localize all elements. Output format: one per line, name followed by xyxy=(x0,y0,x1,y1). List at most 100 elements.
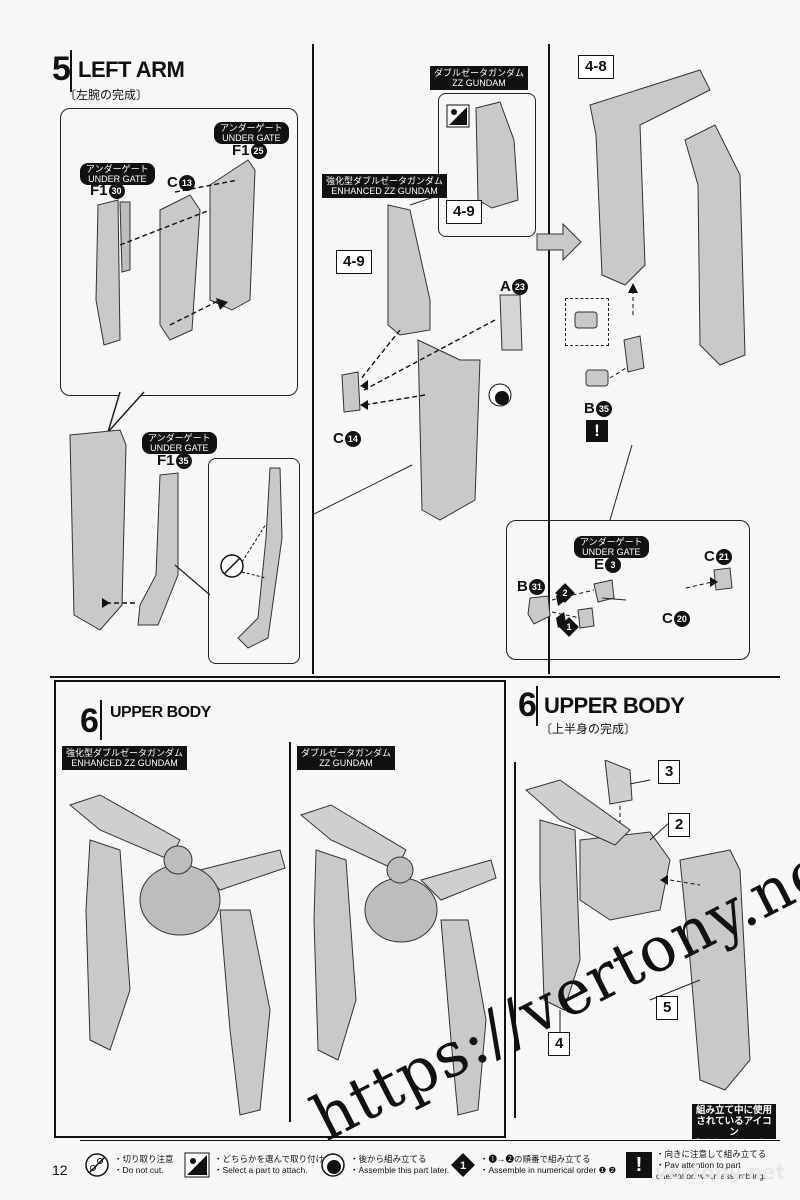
step-5-subtitle: 〔左腕の完成〕 xyxy=(64,88,149,102)
page-number: 12 xyxy=(52,1162,68,1178)
part-label-text: A xyxy=(500,278,511,295)
zz-upper-body-figure xyxy=(299,804,497,1116)
symbols-jp: 組み立て中に使用されているアイコン xyxy=(695,1105,772,1138)
under-gate-en: UNDER GATE xyxy=(150,443,209,453)
step-6-title: UPPER BODY xyxy=(110,704,211,721)
attention-icon: ! xyxy=(626,1152,652,1178)
legend-item-select-part: ・どちらかを選んで取り付ける・Select a part to attach. xyxy=(184,1145,333,1185)
hand-sub-assembly-box xyxy=(506,520,750,660)
step-6-number: 6 xyxy=(80,702,99,740)
numerical-order-icon: 1 xyxy=(451,1153,475,1177)
zz-variant-box xyxy=(438,93,536,237)
part-label-text: F1 xyxy=(157,452,175,469)
column-divider xyxy=(514,762,516,1118)
zz-variant-badge: ダブルゼータガンダム ZZ GUNDAM xyxy=(430,66,529,90)
svg-text:1: 1 xyxy=(460,1160,466,1172)
part-label-text: C xyxy=(167,174,178,191)
step-divider xyxy=(70,50,72,92)
under-gate-jp: アンダーゲート xyxy=(580,537,643,547)
ref-2: 2 xyxy=(668,813,691,837)
step-6-variants-frame xyxy=(54,680,506,1138)
symbols-used-box: 組み立て中に使用されているアイコン Symbols used in instru… xyxy=(692,1104,776,1145)
upper-body-assembly-illustration xyxy=(524,760,751,1091)
under-gate-en: UNDER GATE xyxy=(582,547,641,557)
part-label-text: B xyxy=(517,578,528,595)
ref-4-8: 4-8 xyxy=(578,55,614,79)
part-number: 13 xyxy=(178,175,195,192)
legend-item-numerical-order: 1 ・❶→❷の順番で組み立てる・Assemble in numerical or… xyxy=(450,1145,616,1185)
callout-line xyxy=(312,464,413,516)
under-gate-en: UNDER GATE xyxy=(88,174,147,184)
zz-variant-badge: ダブルゼータガンダム ZZ GUNDAM xyxy=(297,746,396,770)
part-label-text: C xyxy=(662,610,673,627)
attention-icon: ! xyxy=(586,420,608,442)
part-label-text: F1 xyxy=(232,142,250,159)
part-label-text: F1 xyxy=(90,182,108,199)
enhanced-arm-assembly xyxy=(341,204,523,521)
under-gate-badge: アンダーゲート UNDER GATE xyxy=(142,432,217,454)
under-gate-badge: アンダーゲート UNDER GATE xyxy=(574,536,649,558)
part-number: 35 xyxy=(175,453,192,470)
legend-en: ・Pay attention to part orientation when … xyxy=(656,1159,767,1181)
legend-item-assemble-later: ・後から組み立てる・Assemble this part later. xyxy=(320,1145,449,1185)
hand-assembly xyxy=(585,335,645,387)
hand-sub-assembly-illustration xyxy=(527,567,733,629)
legend-en: ・Do not cut. xyxy=(114,1165,164,1175)
hand-part xyxy=(574,311,598,329)
ref-4: 4 xyxy=(548,1032,571,1056)
step-6-title: UPPER BODY xyxy=(544,693,685,718)
variant-jp: ダブルゼータガンダム xyxy=(434,68,525,78)
choose-part-icon xyxy=(446,104,470,128)
under-gate-jp: アンダーゲート xyxy=(148,433,211,443)
part-number: 25 xyxy=(250,143,267,160)
zz-arm-plate xyxy=(475,101,519,209)
variant-en: ZZ GUNDAM xyxy=(452,78,506,88)
legend-jp: ・❶→❷の順番で組み立てる xyxy=(480,1154,591,1164)
part-number: 21 xyxy=(715,549,732,566)
under-gate-jp: アンダーゲート xyxy=(220,123,283,133)
ref-5: 5 xyxy=(656,996,679,1020)
assemble-later-icon xyxy=(321,1153,345,1177)
section-divider xyxy=(50,676,780,678)
ref-4-9: 4-9 xyxy=(446,200,482,224)
column-divider xyxy=(548,44,550,674)
part-number: 14 xyxy=(344,431,361,448)
choose-part-icon xyxy=(184,1152,210,1178)
order-2-label: 2 xyxy=(562,588,568,598)
ref-3: 3 xyxy=(658,760,681,784)
variant-en: ZZ GUNDAM xyxy=(319,758,373,768)
completed-arm-illustration xyxy=(589,69,746,366)
legend-item-do-not-cut: ・切り取り注意・Do not cut. xyxy=(84,1145,174,1185)
watermark-corner: vertony.net xyxy=(655,1160,786,1184)
column-divider xyxy=(312,44,314,674)
step-5-number: 5 xyxy=(52,50,71,88)
legend-en: ・Select a part to attach. xyxy=(214,1165,308,1175)
variant-jp: 強化型ダブルゼータガンダム xyxy=(326,176,444,186)
step-5-title: LEFT ARM xyxy=(78,57,185,82)
enhanced-variant-badge: 強化型ダブルゼータガンダム ENHANCED ZZ GUNDAM xyxy=(322,174,448,198)
part-label-text: E xyxy=(594,556,605,573)
step-6-subtitle: 〔上半身の完成〕 xyxy=(540,722,637,736)
variant-en: ENHANCED ZZ GUNDAM xyxy=(71,758,178,768)
symbols-en: Symbols used in instructions xyxy=(695,1139,773,1145)
part-label-text: C xyxy=(704,548,715,565)
part-number: 20 xyxy=(673,611,690,628)
lower-arm-illustration xyxy=(69,429,179,631)
under-gate-en: UNDER GATE xyxy=(222,133,281,143)
legend-jp: ・切り取り注意 xyxy=(114,1154,174,1164)
gate-detail-box xyxy=(208,458,300,664)
enhanced-upper-body-figure xyxy=(68,794,286,1116)
part-number: 31 xyxy=(528,579,545,596)
part-label-text: B xyxy=(584,400,595,417)
legend-jp: ・向きに注意して組み立てる xyxy=(656,1148,767,1159)
legend-en: ・Assemble this part later. xyxy=(350,1165,450,1175)
